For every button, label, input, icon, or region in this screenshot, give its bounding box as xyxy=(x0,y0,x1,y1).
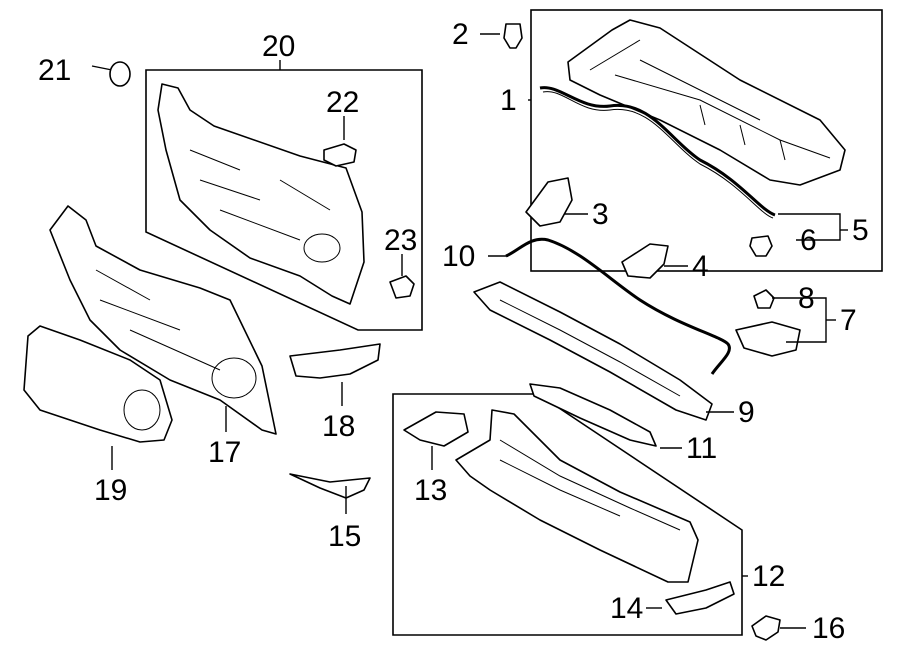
part-5-weatherstrip-inner xyxy=(542,91,774,219)
callout-19: 19 xyxy=(94,474,127,507)
group-frame-12 xyxy=(392,393,743,636)
part-9-reinforcement xyxy=(473,281,713,421)
callout-9: 9 xyxy=(738,396,755,429)
part-14-bracket xyxy=(665,581,735,615)
part-6-clip xyxy=(749,235,773,257)
part-20-dash-insulator xyxy=(157,83,365,305)
part-5-weatherstrip xyxy=(539,86,776,217)
callout-6: 6 xyxy=(800,224,817,257)
callout-1: 1 xyxy=(500,84,517,117)
callout-22: 22 xyxy=(326,86,359,119)
callout-13: 13 xyxy=(414,474,447,507)
callout-5: 5 xyxy=(852,214,869,247)
part-21-bolt xyxy=(91,61,131,87)
part-11-strip xyxy=(529,383,657,447)
part-15-strip xyxy=(289,473,371,499)
part-3-bracket xyxy=(525,177,573,227)
callout-4: 4 xyxy=(692,250,709,283)
callout-21: 21 xyxy=(38,54,71,87)
part-2-bolt xyxy=(503,23,523,49)
part-16-clip xyxy=(751,615,781,641)
callout-18: 18 xyxy=(322,410,355,443)
callout-7: 7 xyxy=(840,304,857,337)
callout-3: 3 xyxy=(592,198,609,231)
callout-17: 17 xyxy=(208,436,241,469)
callout-2: 2 xyxy=(452,18,469,51)
part-8-clip xyxy=(753,289,775,309)
callout-8: 8 xyxy=(798,282,815,315)
part-10-hose xyxy=(505,237,731,375)
callout-15: 15 xyxy=(328,520,361,553)
callout-20: 20 xyxy=(262,30,295,63)
callout-16: 16 xyxy=(812,612,845,645)
callout-12: 12 xyxy=(752,560,785,593)
callout-23: 23 xyxy=(384,224,417,257)
part-1-cowl-panel xyxy=(567,19,846,186)
part-18-bracket xyxy=(289,343,381,379)
callout-11: 11 xyxy=(686,432,717,465)
group-frame-1 xyxy=(530,9,883,272)
callout-10: 10 xyxy=(442,240,475,273)
callout-14: 14 xyxy=(610,592,643,625)
part-23-clip xyxy=(389,275,415,299)
part-4-bracket xyxy=(621,243,669,279)
part-19-insulator xyxy=(23,325,173,443)
part-12-cowl-lower xyxy=(455,409,699,583)
leader-lines xyxy=(111,33,848,629)
part-7-bracket xyxy=(735,321,801,357)
part-22-clip xyxy=(323,143,357,167)
part-17-dash-panel xyxy=(49,205,277,435)
part-13-bracket xyxy=(403,411,469,447)
group-frame-20 xyxy=(145,69,423,331)
